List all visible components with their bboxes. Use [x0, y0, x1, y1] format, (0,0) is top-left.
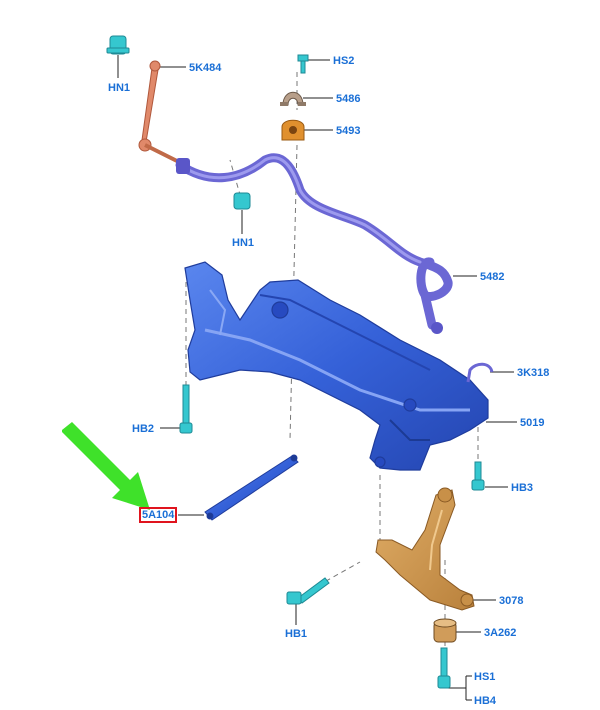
arm-bushing-3a262	[433, 618, 457, 643]
label-5a104-highlighted[interactable]: 5A104	[138, 507, 178, 523]
label-5493[interactable]: 5493	[336, 125, 361, 137]
fasteners	[106, 35, 485, 689]
label-5k484[interactable]: 5K484	[189, 62, 222, 74]
label-hb4[interactable]: HB4	[474, 695, 497, 707]
green-arrow-pointer	[62, 422, 150, 510]
stabilizer-bar	[175, 153, 453, 334]
label-hs2[interactable]: HS2	[333, 55, 355, 67]
label-5482[interactable]: 5482	[480, 271, 505, 283]
bar-bushing-5493	[281, 119, 305, 141]
control-arm	[375, 487, 475, 611]
label-3k318[interactable]: 3K318	[517, 367, 550, 379]
label-3a262[interactable]: 3A262	[484, 627, 517, 639]
label-hb2[interactable]: HB2	[132, 423, 155, 435]
brace-plate	[204, 454, 299, 521]
bracket-3k318	[466, 362, 494, 383]
label-hb1[interactable]: HB1	[285, 628, 308, 640]
label-hn1-mid[interactable]: HN1	[232, 237, 255, 249]
subframe	[184, 261, 489, 471]
label-hs1[interactable]: HS1	[474, 671, 496, 683]
label-hn1-top[interactable]: HN1	[108, 82, 131, 94]
label-5486[interactable]: 5486	[336, 93, 361, 105]
label-3078[interactable]: 3078	[499, 595, 524, 607]
leader-lines	[117, 55, 517, 701]
bar-clamp-5486	[280, 91, 306, 106]
stabilizer-link	[138, 60, 186, 167]
label-5019[interactable]: 5019	[520, 417, 545, 429]
label-hb3[interactable]: HB3	[511, 482, 534, 494]
